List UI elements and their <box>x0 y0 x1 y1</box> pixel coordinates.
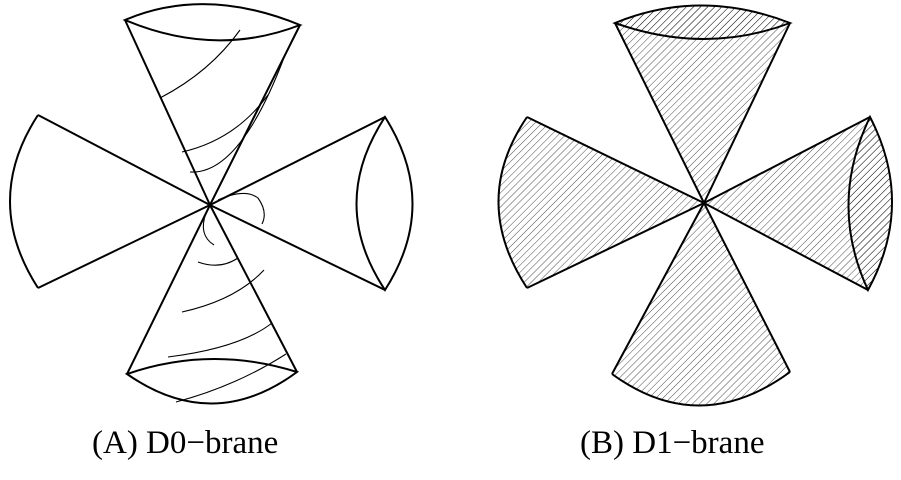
caption-d0-brane: (A) D0−brane <box>92 425 279 461</box>
panel-b-bottom-cone <box>611 202 791 407</box>
panel-a-left-cone <box>9 114 211 289</box>
panel-b-right-cone <box>703 114 893 293</box>
panel-a-spiral-curves <box>159 29 287 403</box>
panel-a-bottom-cone <box>124 204 300 405</box>
panel-a-right-cone <box>209 115 414 292</box>
caption-d1-brane: (B) D1−brane <box>580 425 765 461</box>
panel-a-diagram <box>9 3 414 405</box>
panel-b-left-cone <box>497 116 705 289</box>
panel-b-top-cone <box>612 4 793 204</box>
panel-b-diagram <box>497 4 893 407</box>
